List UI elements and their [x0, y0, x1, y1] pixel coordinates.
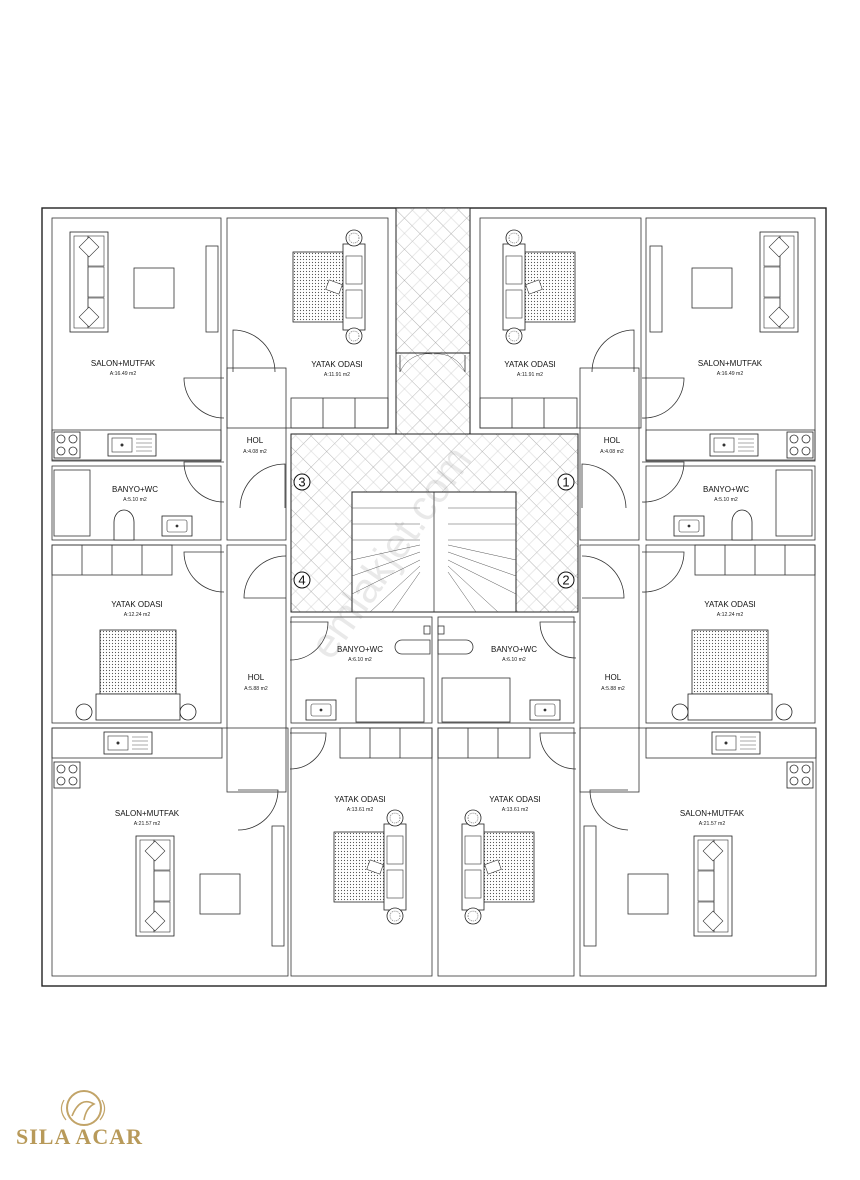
room-label: HOL	[247, 436, 264, 445]
logo-text: SILA ACAR	[16, 1124, 143, 1149]
room-label: SALON+MUTFAK	[698, 359, 763, 368]
room-area: A:5.88 m2	[601, 686, 625, 692]
room-area: A:16.49 m2	[110, 371, 137, 377]
room-area: A:6.10 m2	[348, 657, 372, 663]
unit-number-3: 3	[298, 475, 305, 490]
room-labels: SALON+MUTFAK A:16.49 m2 YATAK ODASI A:11…	[91, 359, 763, 827]
room-label: YATAK ODASI	[704, 600, 756, 609]
room-label: YATAK ODASI	[489, 795, 541, 804]
room-label: YATAK ODASI	[111, 600, 163, 609]
room-label: SALON+MUTFAK	[115, 809, 180, 818]
room-area: A:11.91 m2	[517, 372, 543, 378]
room-area: A:5.10 m2	[714, 497, 738, 503]
room-label: SALON+MUTFAK	[91, 359, 156, 368]
room-area: A:12.24 m2	[124, 612, 151, 618]
room-label: YATAK ODASI	[334, 795, 386, 804]
room-area: A:16.49 m2	[717, 371, 744, 377]
room-area: A:11.91 m2	[324, 372, 350, 378]
room-label: HOL	[605, 673, 622, 682]
unit-number-1: 1	[562, 475, 569, 490]
room-label: BANYO+WC	[337, 645, 383, 654]
stair-core	[290, 207, 579, 613]
room-area: A:21.57 m2	[134, 821, 161, 827]
furniture	[51, 229, 817, 947]
room-label: SALON+MUTFAK	[680, 809, 745, 818]
room-area: A:5.10 m2	[123, 497, 147, 503]
room-label: BANYO+WC	[491, 645, 537, 654]
room-label: BANYO+WC	[112, 485, 158, 494]
unit-number-4: 4	[298, 573, 305, 588]
unit-numbers: 3 1 4 2	[293, 473, 575, 589]
room-area: A:13.61 m2	[502, 807, 529, 813]
room-label: YATAK ODASI	[504, 360, 556, 369]
room-label: HOL	[604, 436, 621, 445]
doors	[183, 329, 685, 831]
room-area: A:4.08 m2	[600, 449, 624, 455]
room-area: A:13.61 m2	[347, 807, 374, 813]
room-area: A:5.88 m2	[244, 686, 268, 692]
unit-number-2: 2	[562, 573, 569, 588]
logo-emblem-icon	[60, 1090, 106, 1126]
room-label: YATAK ODASI	[311, 360, 363, 369]
room-area: A:21.57 m2	[699, 821, 726, 827]
room-area: A:4.08 m2	[243, 449, 267, 455]
room-area: A:6.10 m2	[502, 657, 526, 663]
room-label: HOL	[248, 673, 265, 682]
room-area: A:12.24 m2	[717, 612, 744, 618]
room-label: BANYO+WC	[703, 485, 749, 494]
